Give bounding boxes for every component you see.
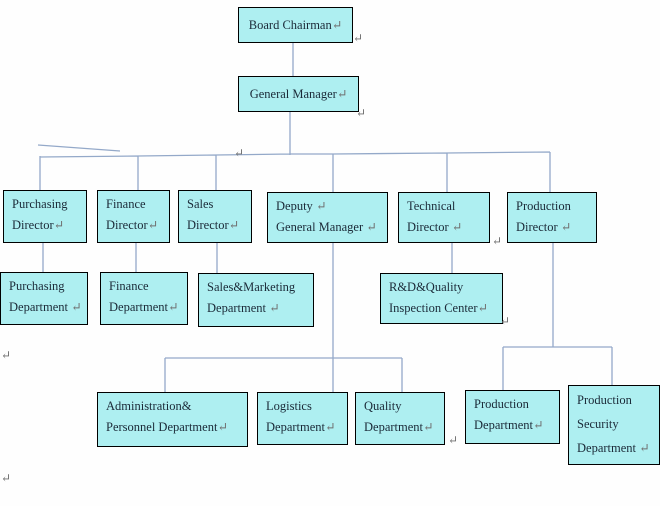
org-box-finance-director[interactable]: Finance Director↵ (97, 190, 170, 243)
org-box-general-manager[interactable]: General Manager↵ (238, 76, 359, 112)
org-box-label: Finance (106, 197, 146, 211)
paragraph-mark: ↵ (353, 31, 364, 45)
paragraph-mark: ↵ (636, 441, 650, 455)
paragraph-mark: ↵ (53, 218, 65, 232)
paragraph-mark: ↵ (448, 220, 463, 234)
org-box-deputy-general-manager[interactable]: Deputy ↵ General Manager ↵ (267, 192, 388, 243)
paragraph-mark: ↵ (68, 300, 82, 314)
org-box-logistics-department[interactable]: Logistics Department↵ (257, 392, 348, 445)
org-box-label: Finance (109, 279, 149, 293)
org-box-sales-marketing-department[interactable]: Sales&Marketing Department ↵ (198, 273, 314, 327)
org-box-label: Department↵ (266, 420, 336, 434)
org-box-label: Director↵ (187, 218, 240, 232)
org-box-label: Department ↵ (9, 300, 82, 314)
paragraph-mark: ↵ (356, 106, 367, 120)
org-box-label: Technical (407, 199, 456, 213)
org-box-label: Board Chairman↵ (248, 17, 343, 32)
org-box-label: Department ↵ (577, 441, 650, 455)
paragraph-mark: ↵ (557, 220, 572, 234)
org-box-label: Department ↵ (207, 301, 280, 315)
org-box-label: Inspection Center↵ (389, 301, 488, 315)
org-box-technical-director[interactable]: Technical Director ↵ (398, 192, 490, 243)
org-box-label: Purchasing (9, 279, 65, 293)
paragraph-mark: ↵ (336, 86, 348, 101)
org-box-sales-director[interactable]: Sales Director↵ (178, 190, 252, 243)
paragraph-mark: ↵ (533, 418, 544, 432)
org-box-board-chairman[interactable]: Board Chairman↵ (238, 7, 353, 43)
org-box-label: Department↵ (364, 420, 434, 434)
org-box-label: R&D&Quality (389, 280, 464, 294)
paragraph-mark: ↵ (423, 420, 434, 434)
org-box-quality-department[interactable]: Quality Department↵ (355, 392, 445, 445)
org-box-label: Security (577, 417, 619, 431)
paragraph-mark: ↵ (331, 17, 343, 32)
org-box-label: Logistics (266, 399, 312, 413)
org-box-label: Quality (364, 399, 402, 413)
org-box-purchasing-director[interactable]: Purchasing Director↵ (3, 190, 87, 243)
org-box-label: Sales&Marketing (207, 280, 296, 294)
paragraph-mark: ↵ (312, 199, 327, 213)
org-box-label: General Manager ↵ (276, 220, 377, 234)
org-box-label: Director↵ (12, 218, 65, 232)
org-box-label: Director ↵ (407, 220, 463, 234)
paragraph-mark: ↵ (500, 314, 511, 328)
paragraph-mark: ↵ (448, 433, 459, 447)
paragraph-mark: ↵ (234, 146, 245, 160)
org-box-administration-personnel-department[interactable]: Administration& Personnel Department↵ (97, 392, 248, 447)
org-box-production-department[interactable]: Production Department↵ (465, 390, 560, 444)
org-box-label: Administration& (106, 399, 192, 413)
paragraph-mark: ↵ (217, 420, 228, 434)
paragraph-mark: ↵ (363, 220, 377, 234)
org-box-label: Production (474, 397, 529, 411)
org-box-label: Deputy ↵ (276, 199, 327, 213)
org-box-label: Personnel Department↵ (106, 420, 228, 434)
paragraph-mark: ↵ (1, 348, 12, 362)
paragraph-mark: ↵ (325, 420, 336, 434)
org-box-label: Sales (187, 197, 214, 211)
connector-path (37, 43, 613, 392)
paragraph-mark: ↵ (492, 234, 503, 248)
paragraph-mark: ↵ (266, 301, 280, 315)
paragraph-mark: ↵ (147, 218, 159, 232)
paragraph-mark: ↵ (228, 218, 240, 232)
org-box-label: Director↵ (106, 218, 159, 232)
org-box-label: Department↵ (109, 300, 179, 314)
org-box-label: Purchasing (12, 197, 68, 211)
org-box-rd-quality-inspection-center[interactable]: R&D&Quality Inspection Center↵ (380, 273, 503, 324)
paragraph-mark: ↵ (168, 300, 179, 314)
paragraph-mark: ↵ (1, 471, 12, 485)
org-box-label: Production (516, 199, 571, 213)
org-box-purchasing-department[interactable]: Purchasing Department ↵ (0, 272, 88, 325)
org-box-production-security-department[interactable]: Production Security Department ↵ (568, 385, 660, 465)
org-box-label: Production (577, 393, 632, 407)
org-box-production-director[interactable]: Production Director ↵ (507, 192, 597, 243)
org-box-label: General Manager↵ (249, 86, 348, 101)
org-box-finance-department[interactable]: Finance Department↵ (100, 272, 188, 325)
org-box-label: Department↵ (474, 418, 544, 432)
org-box-label: Director ↵ (516, 220, 572, 234)
paragraph-mark: ↵ (477, 301, 488, 315)
